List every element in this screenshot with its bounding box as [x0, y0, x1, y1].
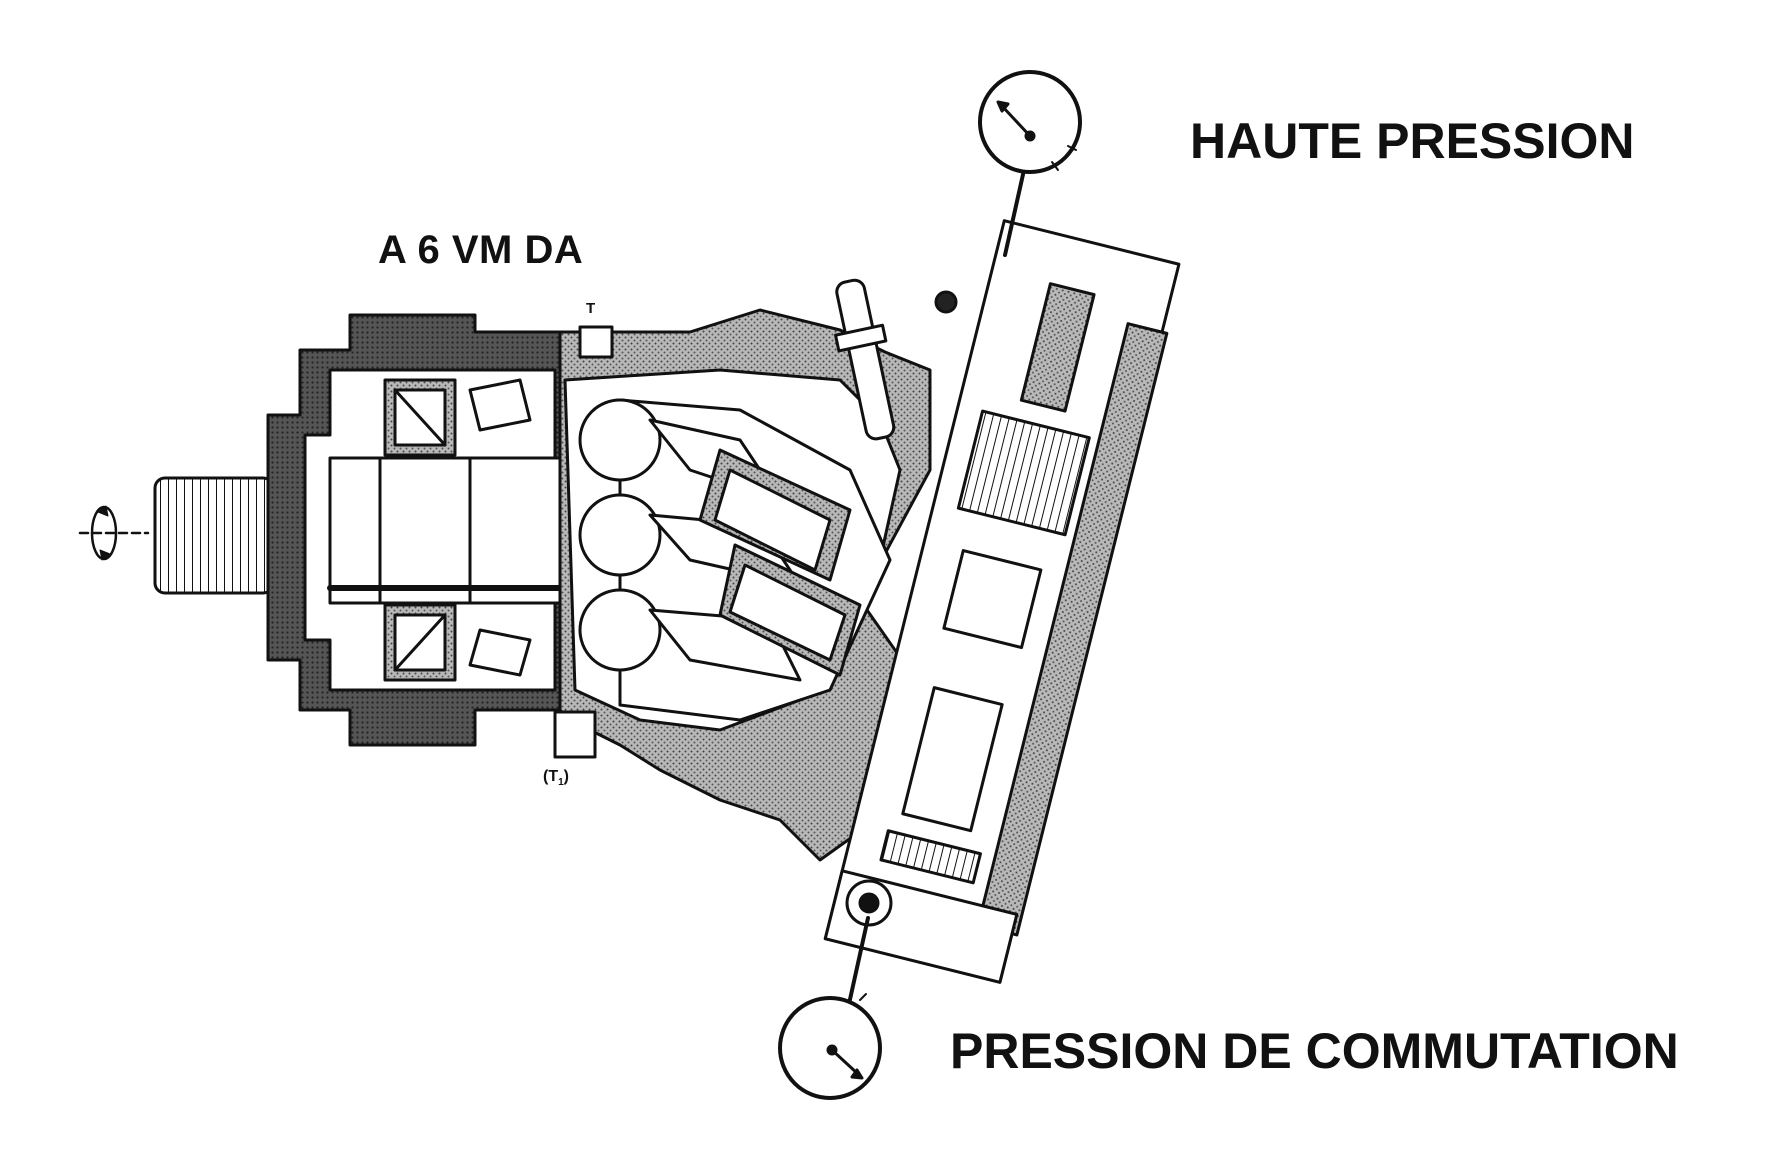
port-t1: [553, 710, 597, 759]
pressure-gauge-icon: [978, 70, 1082, 174]
adjustment-screw: [834, 278, 896, 441]
port-t: [578, 325, 614, 359]
bearing-upper: [383, 378, 532, 457]
model-label: A 6 VM DA: [378, 228, 584, 272]
rotation-arrow-icon: [78, 505, 150, 561]
cylinder-block: [578, 398, 892, 722]
port-t1-label: (T1): [543, 768, 569, 789]
port-t-label: T: [586, 300, 596, 317]
bearing-lower: [383, 603, 532, 682]
high-pressure-label: HAUTE PRESSION: [1190, 113, 1635, 169]
switching-pressure-label: PRESSION DE COMMUTATION: [950, 1023, 1679, 1079]
pressure-gauge-icon: [778, 993, 882, 1100]
